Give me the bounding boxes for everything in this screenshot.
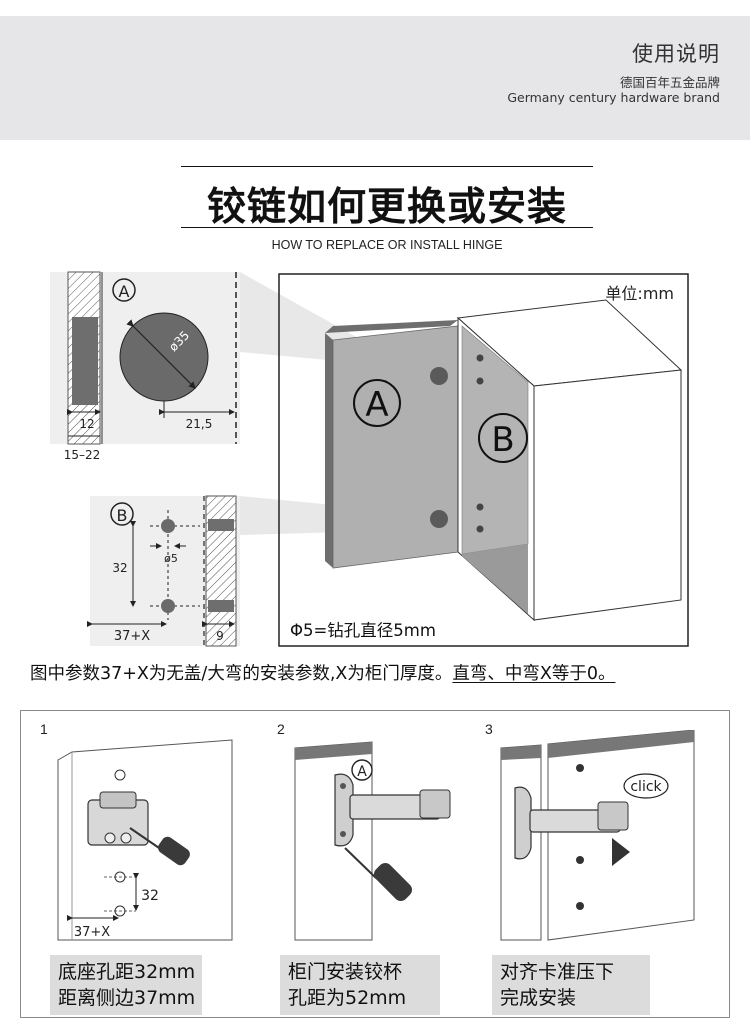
- unit-label: 单位:mm: [605, 284, 674, 303]
- main-title: 铰链如何更换或安装: [206, 185, 567, 230]
- steps-illustrations: 32 37+X A click: [57, 730, 695, 941]
- step-2-marker-label: A: [357, 764, 367, 780]
- marker-b-cabinet-circle: [478, 413, 528, 463]
- step-1-caption: 底座孔距32mm 距离侧边37mm: [50, 955, 202, 1015]
- step-3-door: [547, 730, 695, 941]
- marker-b-cabinet-label: B: [491, 420, 514, 460]
- parameter-note: 图中参数37+X为无盖/大弯的安装参数,X为柜门厚度。直弯、中弯X等于0。: [30, 660, 750, 685]
- drill-note: Φ5=钻孔直径5mm: [290, 621, 436, 640]
- title-bottom-rule: [181, 227, 593, 228]
- steps-panel: [20, 710, 730, 1018]
- step-2-caption: 柜门安装铰杯 孔距为52mm: [280, 955, 440, 1015]
- step-3-caption: 对齐卡准压下 完成安装: [492, 955, 650, 1015]
- marker-a-label: A: [119, 282, 130, 301]
- dim-5: ø5: [164, 552, 178, 565]
- screwdriver-1: [158, 836, 190, 866]
- subtitle: HOW TO REPLACE OR INSTALL HINGE: [271, 238, 503, 252]
- marker-a-cabinet-label: A: [365, 385, 388, 425]
- door-pocket: [72, 317, 98, 405]
- screw-hole-top: [161, 519, 175, 533]
- dim-15-22: 15–22: [64, 448, 101, 462]
- step-1-number: 1: [40, 721, 48, 737]
- click-label: click: [630, 779, 662, 795]
- cabinet-panel: 单位:mm A B Φ5=钻孔直径5mm: [278, 273, 689, 647]
- marker-a-circle: [112, 278, 136, 302]
- door-panel: [332, 325, 459, 569]
- dim-21-5: 21,5: [186, 417, 213, 431]
- step-2-number: 2: [277, 721, 285, 737]
- cabinet-frame: [278, 273, 689, 647]
- step-2-marker-circle: [351, 759, 373, 781]
- dim-32: 32: [112, 561, 127, 575]
- header-brand-en: Germany century hardware brand: [507, 90, 720, 105]
- dim-12: 12: [79, 417, 94, 431]
- header-title: 使用说明: [632, 42, 720, 66]
- door-hole-top: [430, 367, 448, 385]
- step-1-illustration: 32 37+X: [57, 739, 233, 941]
- header-band: [0, 16, 750, 140]
- header-brand-cn: 德国百年五金品牌: [619, 75, 720, 90]
- dim-9: 9: [216, 629, 224, 643]
- marker-a-cabinet-circle: [353, 379, 401, 427]
- marker-b-label: B: [117, 506, 128, 525]
- click-bubble: [623, 773, 669, 799]
- hinge-cup-plate: [334, 773, 354, 847]
- press-arrow-icon: [612, 838, 630, 866]
- screw-hole-bottom: [161, 599, 175, 613]
- cabinet-front: [533, 369, 682, 621]
- step-2-illustration: A: [294, 741, 451, 941]
- dim-37x: 37+X: [114, 629, 150, 644]
- title-top-rule: [181, 166, 593, 167]
- detail-b: B ø5 32 37+X 9: [87, 495, 240, 647]
- step-1-dim-32: 32: [141, 888, 159, 904]
- screwdriver-2: [373, 862, 413, 902]
- detail-a: A ø35 21,5 12 15–22: [50, 271, 240, 462]
- step-3-number: 3: [485, 721, 493, 737]
- note-underlined: 直弯、中弯X等于0。: [452, 664, 616, 684]
- step-1-dim-37x: 37+X: [74, 925, 110, 940]
- marker-b-circle: [110, 502, 134, 526]
- step-3-illustration: click: [500, 730, 695, 941]
- door-hole-bottom: [430, 510, 448, 528]
- installation-diagram: A ø35 21,5 12 15–22 B ø5 32 37+X 9: [50, 271, 689, 647]
- note-main: 图中参数37+X为无盖/大弯的安装参数,X为柜门厚度。: [30, 664, 453, 684]
